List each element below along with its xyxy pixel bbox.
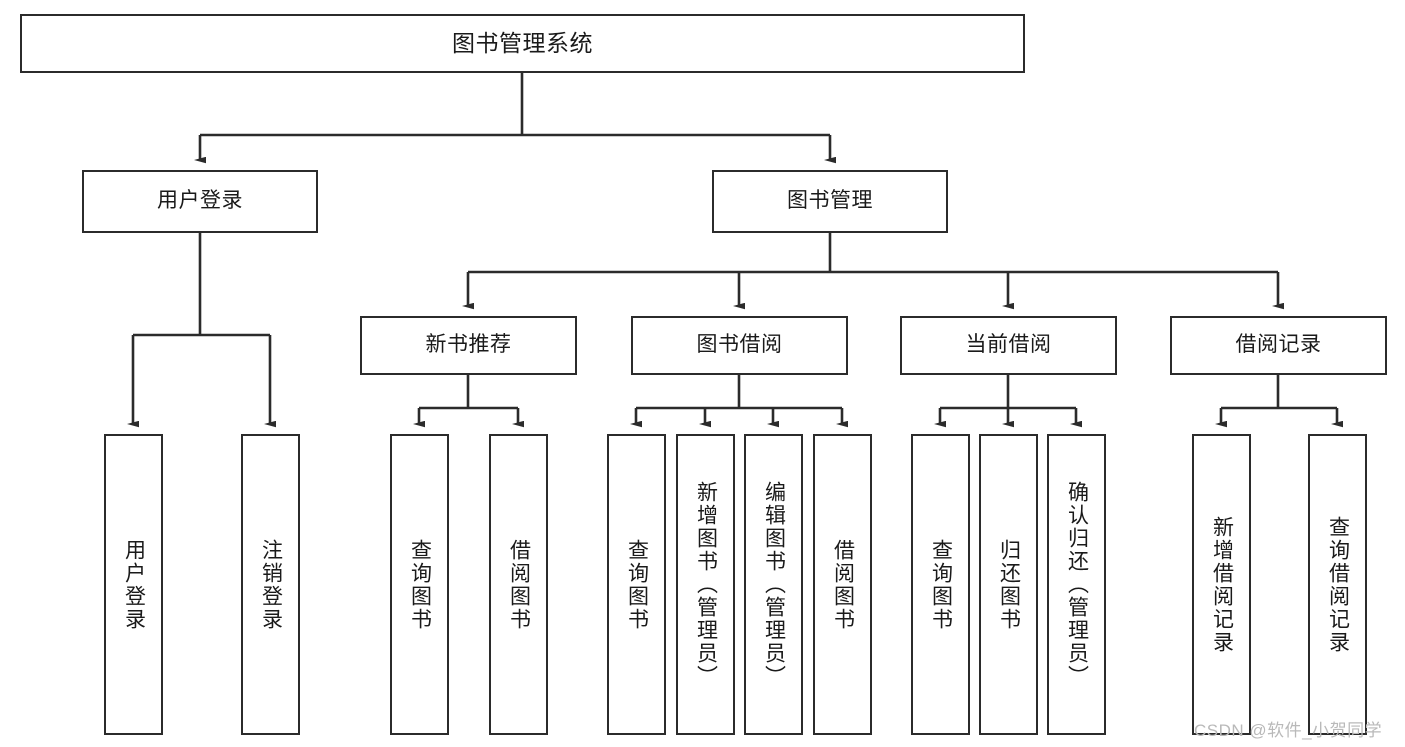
node-user-login-label: 用户登录 xyxy=(157,189,243,213)
node-book-borrow-label: 图书借阅 xyxy=(696,333,783,357)
node-leaf-query-book-borrow[interactable]: 查询图书 xyxy=(607,434,666,735)
node-leaf-query-book-current-label: 查询图书 xyxy=(929,538,953,631)
node-leaf-query-borrow-record-label: 查询借阅记录 xyxy=(1326,515,1350,654)
node-leaf-borrow-book-label: 借阅图书 xyxy=(831,538,855,631)
node-leaf-return-book-label: 归还图书 xyxy=(997,538,1021,631)
node-leaf-edit-book[interactable]: 编辑图书（管理员） xyxy=(744,434,803,735)
node-leaf-add-borrow-record[interactable]: 新增借阅记录 xyxy=(1192,434,1251,735)
node-leaf-return-book[interactable]: 归还图书 xyxy=(979,434,1038,735)
csdn-watermark: CSDN @软件_小贺同学 xyxy=(1194,721,1383,740)
node-leaf-borrow-book-rec[interactable]: 借阅图书 xyxy=(489,434,548,735)
node-leaf-user-login-label: 用户登录 xyxy=(122,538,146,631)
node-book-manage-label: 图书管理 xyxy=(787,189,873,213)
node-leaf-edit-book-label: 编辑图书（管理员） xyxy=(762,481,786,688)
node-user-login[interactable]: 用户登录 xyxy=(82,170,318,233)
node-book-manage[interactable]: 图书管理 xyxy=(712,170,948,233)
node-leaf-add-book[interactable]: 新增图书（管理员） xyxy=(676,434,735,735)
node-leaf-query-book-rec-label: 查询图书 xyxy=(408,538,432,631)
node-leaf-borrow-book-rec-label: 借阅图书 xyxy=(507,538,531,631)
node-leaf-user-logout-label: 注销登录 xyxy=(259,538,283,631)
node-new-book-recommend-label: 新书推荐 xyxy=(425,333,512,357)
node-borrow-record-label: 借阅记录 xyxy=(1235,333,1322,357)
node-root-system[interactable]: 图书管理系统 xyxy=(20,14,1025,73)
node-leaf-confirm-return[interactable]: 确认归还（管理员） xyxy=(1047,434,1106,735)
node-borrow-record[interactable]: 借阅记录 xyxy=(1170,316,1387,375)
node-root-system-label: 图书管理系统 xyxy=(452,29,593,56)
node-leaf-add-book-label: 新增图书（管理员） xyxy=(694,481,718,688)
node-current-borrow-label: 当前借阅 xyxy=(965,333,1052,357)
node-leaf-query-borrow-record[interactable]: 查询借阅记录 xyxy=(1308,434,1367,735)
node-leaf-query-book-rec[interactable]: 查询图书 xyxy=(390,434,449,735)
node-leaf-borrow-book[interactable]: 借阅图书 xyxy=(813,434,872,735)
node-leaf-user-login[interactable]: 用户登录 xyxy=(104,434,163,735)
node-book-borrow[interactable]: 图书借阅 xyxy=(631,316,848,375)
node-leaf-user-logout[interactable]: 注销登录 xyxy=(241,434,300,735)
node-leaf-query-book-borrow-label: 查询图书 xyxy=(625,538,649,631)
node-current-borrow[interactable]: 当前借阅 xyxy=(900,316,1117,375)
node-leaf-query-book-current[interactable]: 查询图书 xyxy=(911,434,970,735)
node-leaf-add-borrow-record-label: 新增借阅记录 xyxy=(1210,515,1234,654)
node-new-book-recommend[interactable]: 新书推荐 xyxy=(360,316,577,375)
node-leaf-confirm-return-label: 确认归还（管理员） xyxy=(1065,481,1089,688)
